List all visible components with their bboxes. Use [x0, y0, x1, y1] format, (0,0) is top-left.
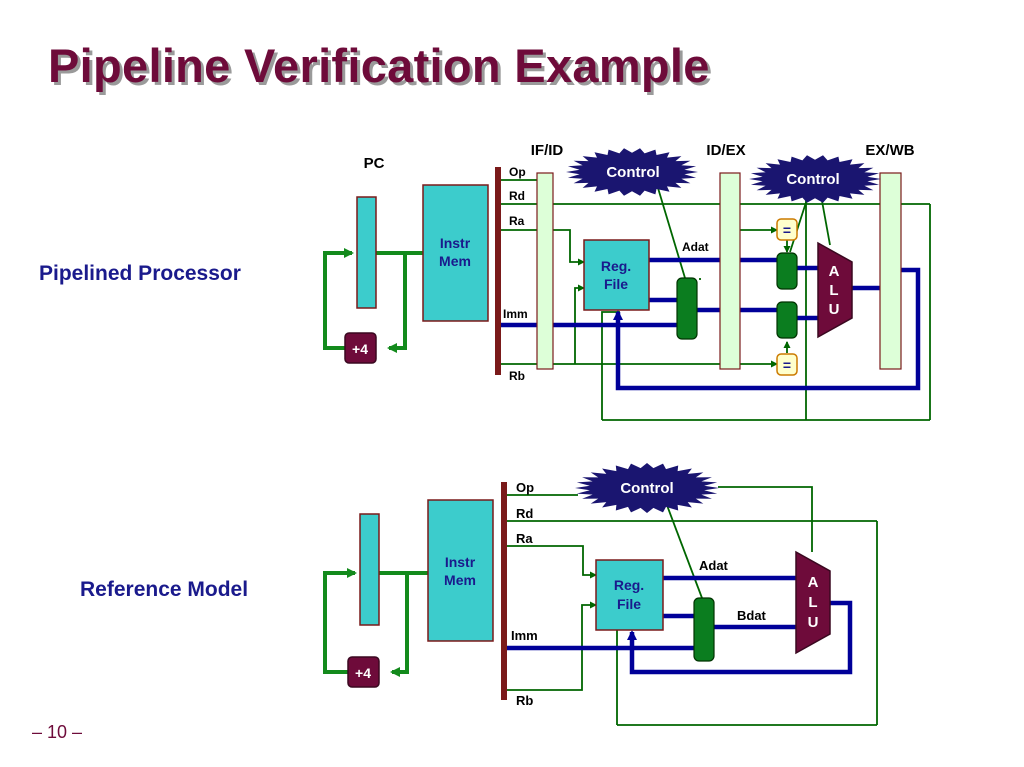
imm-mux — [676, 277, 698, 340]
ref-instr-mem-label-2: Mem — [444, 572, 476, 588]
idex-latch — [719, 172, 741, 370]
ref-reg-file — [595, 559, 664, 631]
field-rd: Rd — [509, 189, 525, 203]
pc-increment-wire — [376, 251, 407, 353]
control-2-label: Control — [786, 171, 839, 188]
ref-pc-increment-wire — [379, 571, 409, 677]
compare-a — [776, 218, 798, 241]
field-ra: Ra — [509, 214, 525, 228]
ifid-latch — [536, 172, 554, 370]
ref-field-rd: Rd — [516, 506, 533, 521]
reference-diagram: +4 Instr Mem Op Rd Ra Imm Rb Reg. File A… — [323, 463, 878, 726]
ref-instr-mem — [427, 499, 494, 642]
ref-field-op: Op — [516, 480, 534, 495]
alu — [817, 241, 853, 339]
forward-mux-a — [776, 252, 798, 290]
ref-field-imm: Imm — [511, 628, 538, 643]
reference-model-label: Reference Model — [80, 578, 249, 601]
ref-alu — [795, 550, 831, 655]
compare-a-label: = — [783, 222, 791, 238]
idex-label: ID/EX — [706, 142, 745, 159]
alu-label-u: U — [829, 301, 840, 318]
ref-reg-file-label-1: Reg. — [614, 577, 644, 593]
reg-file — [583, 239, 650, 311]
instruction-bus — [495, 167, 501, 375]
ifid-label: IF/ID — [531, 142, 564, 159]
reg-file-label-2: File — [604, 276, 628, 292]
ref-writeback-bus — [627, 600, 853, 675]
forward-mux-b — [776, 301, 798, 339]
ref-alu-label-l: L — [808, 594, 817, 611]
compare-b-label: = — [783, 357, 791, 373]
ref-instr-mem-label-1: Instr — [445, 554, 476, 570]
ref-control-unit — [575, 463, 719, 513]
pc-feedback-wire — [323, 248, 354, 350]
alu-label-a: A — [829, 263, 840, 280]
ref-plus4-box — [347, 656, 380, 688]
ref-control-label: Control — [620, 480, 673, 497]
control-1-label: Control — [606, 164, 659, 181]
control-unit-1 — [566, 148, 698, 196]
pc-label: PC — [364, 155, 385, 172]
pipelined-processor-label: Pipelined Processor — [39, 262, 241, 285]
ref-pc-register — [359, 513, 380, 626]
plus4-label: +4 — [352, 341, 368, 357]
reg-file-label-1: Reg. — [601, 258, 631, 274]
ref-alu-label-u: U — [808, 614, 819, 631]
ref-alu-label-a: A — [808, 574, 819, 591]
pc-register — [356, 196, 377, 309]
ref-field-ra: Ra — [516, 531, 533, 546]
field-rb: Rb — [509, 369, 525, 383]
ref-imm-mux — [693, 597, 715, 662]
instr-mem — [422, 184, 489, 322]
ref-plus4-label: +4 — [355, 665, 371, 681]
ref-instruction-bus — [501, 482, 507, 700]
adat-label: Adat — [682, 240, 709, 254]
compare-b — [776, 353, 798, 376]
pipelined-diagram: PC +4 Instr Mem Op Rd Ra Imm Rb IF/ID ID… — [323, 142, 931, 421]
field-op: Op — [509, 165, 526, 179]
page-number: – 10 – — [32, 722, 83, 742]
ref-bdat-label: Bdat — [737, 608, 767, 623]
page-title: Pipeline Verification Example — [48, 39, 710, 92]
ref-pc-feedback-wire — [323, 568, 357, 674]
plus4-box — [344, 332, 377, 364]
writeback-bus — [613, 267, 921, 391]
field-imm: Imm — [503, 307, 528, 321]
instr-mem-label-1: Instr — [440, 235, 471, 251]
instr-mem-label-2: Mem — [439, 253, 471, 269]
alu-label-l: L — [829, 282, 838, 299]
ref-reg-file-label-2: File — [617, 596, 641, 612]
exwb-latch — [879, 172, 902, 370]
ref-field-rb: Rb — [516, 693, 533, 708]
exwb-label: EX/WB — [865, 142, 914, 159]
control-unit-2 — [749, 155, 881, 203]
ref-adat-label: Adat — [699, 558, 729, 573]
